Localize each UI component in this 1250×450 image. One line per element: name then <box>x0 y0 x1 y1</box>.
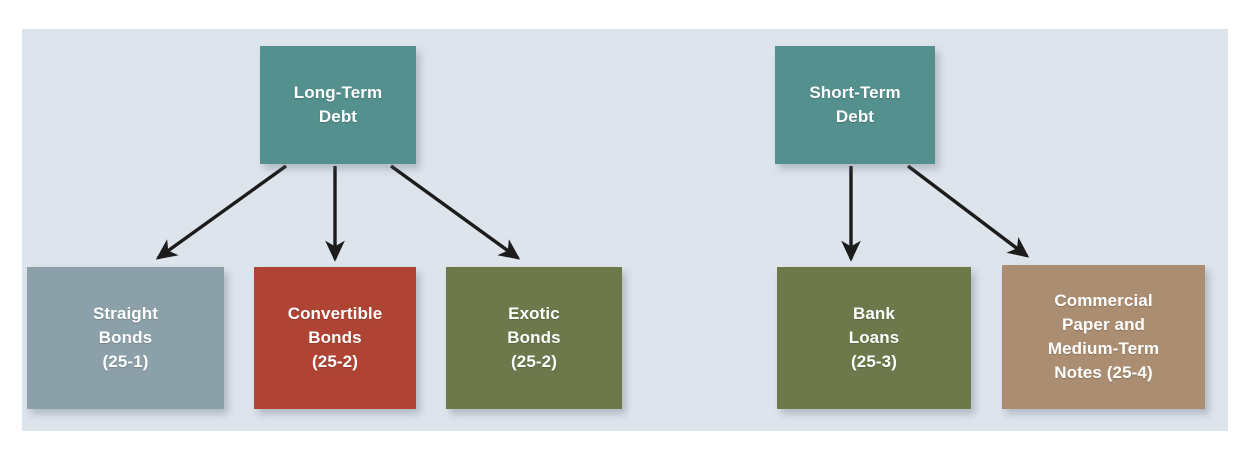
node-label: Long-Term Debt <box>293 82 383 126</box>
node-straight-bonds[interactable]: Straight Bonds (25-1) <box>27 267 224 409</box>
node-label: Exotic Bonds (25-2) <box>507 303 561 372</box>
node-label: Commercial Paper and Medium-Term Notes (… <box>1047 290 1160 383</box>
node-bank-loans[interactable]: Bank Loans (25-3) <box>777 267 971 409</box>
node-label: Convertible Bonds (25-2) <box>287 303 383 372</box>
node-label: Bank Loans (25-3) <box>848 303 900 372</box>
node-long-term-debt[interactable]: Long-Term Debt <box>260 46 416 164</box>
node-label: Straight Bonds (25-1) <box>92 303 159 372</box>
node-label: Short-Term Debt <box>809 82 901 126</box>
node-convertible-bonds[interactable]: Convertible Bonds (25-2) <box>254 267 416 409</box>
node-short-term-debt[interactable]: Short-Term Debt <box>775 46 935 164</box>
node-exotic-bonds[interactable]: Exotic Bonds (25-2) <box>446 267 622 409</box>
node-commercial-paper[interactable]: Commercial Paper and Medium-Term Notes (… <box>1002 265 1205 409</box>
